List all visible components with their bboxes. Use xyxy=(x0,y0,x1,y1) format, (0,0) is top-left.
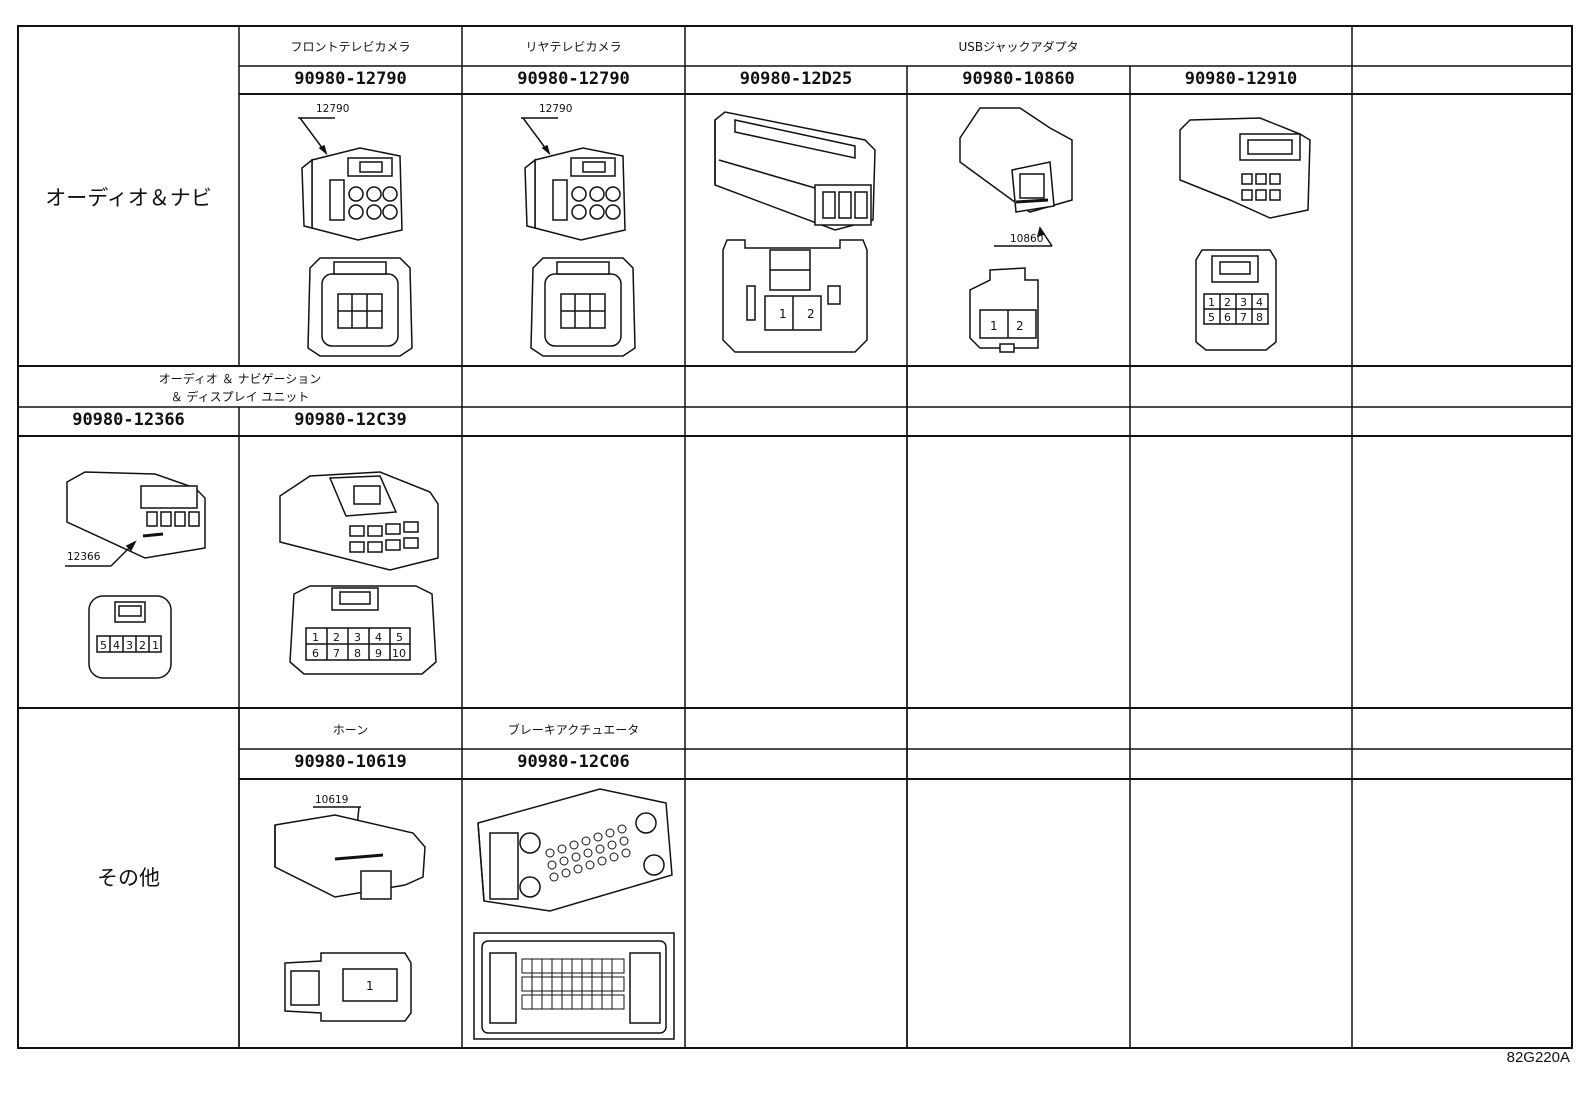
part-number-usb-3: 90980-12910 xyxy=(1184,69,1298,89)
category-other: その他 xyxy=(97,866,160,890)
callout-horn: 10619 xyxy=(315,794,348,806)
pin-8: 8 xyxy=(354,647,361,660)
category-audio-nav: オーディオ＆ナビ xyxy=(45,186,212,210)
usb-10860-connector-figure: 10860 1 2 xyxy=(959,107,1073,353)
pin-1: 1 xyxy=(990,319,998,333)
pin-2: 2 xyxy=(1016,319,1024,333)
header-brake-actuator: ブレーキアクチュエータ xyxy=(507,723,640,737)
usb-12d25-connector-figure: 1 2 xyxy=(714,111,876,353)
pin-1: 1 xyxy=(779,307,787,321)
header-usb-adapter: USBジャックアダプタ xyxy=(958,40,1079,54)
pin-5: 5 xyxy=(396,631,403,644)
pin-7: 7 xyxy=(333,647,340,660)
part-number-rear-camera: 90980-12790 xyxy=(517,69,630,89)
pin-1: 1 xyxy=(152,639,159,652)
rear-camera-connector-figure: 12790 xyxy=(521,103,636,357)
pin-2: 2 xyxy=(139,639,146,652)
pin-5: 5 xyxy=(100,639,107,652)
callout-usb-2: 10860 xyxy=(1010,233,1043,245)
display-12366-connector-figure: 12366 5 4 3 2 1 xyxy=(65,471,206,679)
part-number-display-2: 90980-12C39 xyxy=(294,410,407,430)
callout-display-1: 12366 xyxy=(67,551,101,563)
usb-12910-connector-figure: 1 2 3 4 5 6 7 8 xyxy=(1179,117,1311,351)
display-12c39-connector-figure: 1 2 3 4 5 6 7 8 9 10 xyxy=(279,471,439,675)
callout-front-camera: 12790 xyxy=(316,103,349,115)
part-number-horn: 90980-10619 xyxy=(294,752,407,772)
header-front-camera: フロントテレビカメラ xyxy=(290,40,411,54)
header-horn: ホーン xyxy=(332,723,369,737)
header-rear-camera: リヤテレビカメラ xyxy=(525,40,622,54)
header-display-unit-line1: オーディオ ＆ ナビゲーション xyxy=(158,372,322,386)
part-number-front-camera: 90980-12790 xyxy=(294,69,407,89)
part-number-brake: 90980-12C06 xyxy=(517,752,630,772)
pin-2: 2 xyxy=(1224,296,1231,309)
pin-9: 9 xyxy=(375,647,382,660)
pin-4: 4 xyxy=(113,639,120,652)
part-number-usb-1: 90980-12D25 xyxy=(739,69,853,89)
pin-10: 10 xyxy=(392,647,406,660)
pin-3: 3 xyxy=(1240,296,1247,309)
pin-8: 8 xyxy=(1256,311,1263,324)
part-number-usb-2: 90980-10860 xyxy=(962,69,1075,89)
header-display-unit-line2: ＆ ディスプレイ ユニット xyxy=(170,390,310,404)
pin-1: 1 xyxy=(1208,296,1215,309)
brake-12c06-connector-figure xyxy=(473,788,675,1040)
front-camera-connector-figure: 12790 xyxy=(298,103,413,357)
pin-6: 6 xyxy=(1224,311,1231,324)
horn-10619-connector-figure: 10619 1 xyxy=(274,794,426,1022)
figure-code: 82G220A xyxy=(1506,1049,1570,1066)
pin-7: 7 xyxy=(1240,311,1247,324)
pin-3: 3 xyxy=(126,639,133,652)
pin-4: 4 xyxy=(1256,296,1263,309)
pin-4: 4 xyxy=(375,631,382,644)
pin-1: 1 xyxy=(366,979,374,993)
pin-2: 2 xyxy=(807,307,815,321)
part-number-display-1: 90980-12366 xyxy=(72,410,185,430)
pin-5: 5 xyxy=(1208,311,1215,324)
pin-1: 1 xyxy=(312,631,319,644)
pin-3: 3 xyxy=(354,631,361,644)
callout-rear-camera: 12790 xyxy=(539,103,572,115)
pin-6: 6 xyxy=(312,647,319,660)
pin-2: 2 xyxy=(333,631,340,644)
